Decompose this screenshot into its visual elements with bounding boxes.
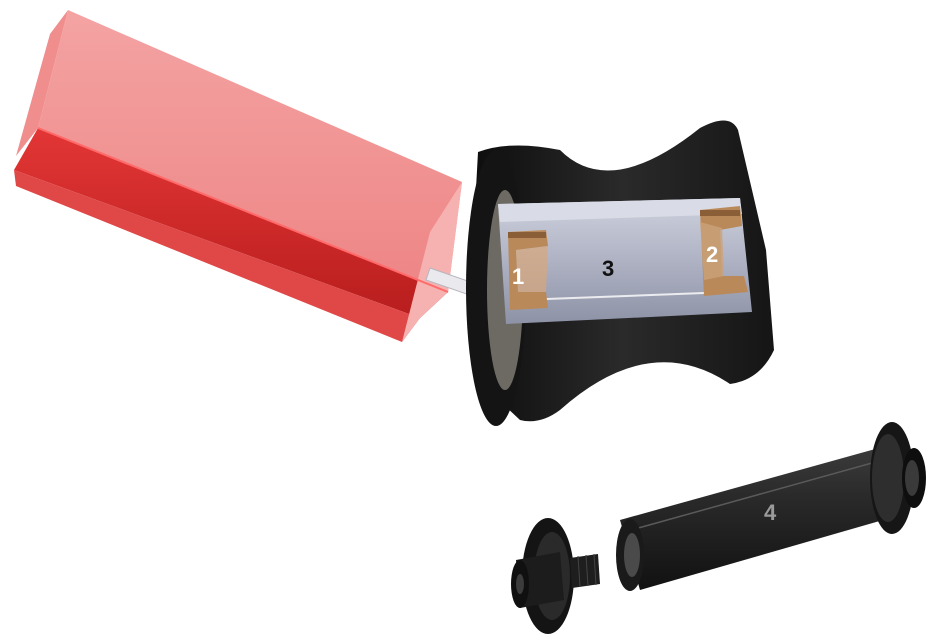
label-part-3: 3 (602, 256, 614, 281)
grease-gun (14, 10, 462, 342)
label-part-1: 1 (512, 264, 524, 289)
label-part-2: 2 (706, 242, 718, 267)
label-part-4: 4 (764, 500, 777, 525)
cap-screw (511, 518, 600, 634)
